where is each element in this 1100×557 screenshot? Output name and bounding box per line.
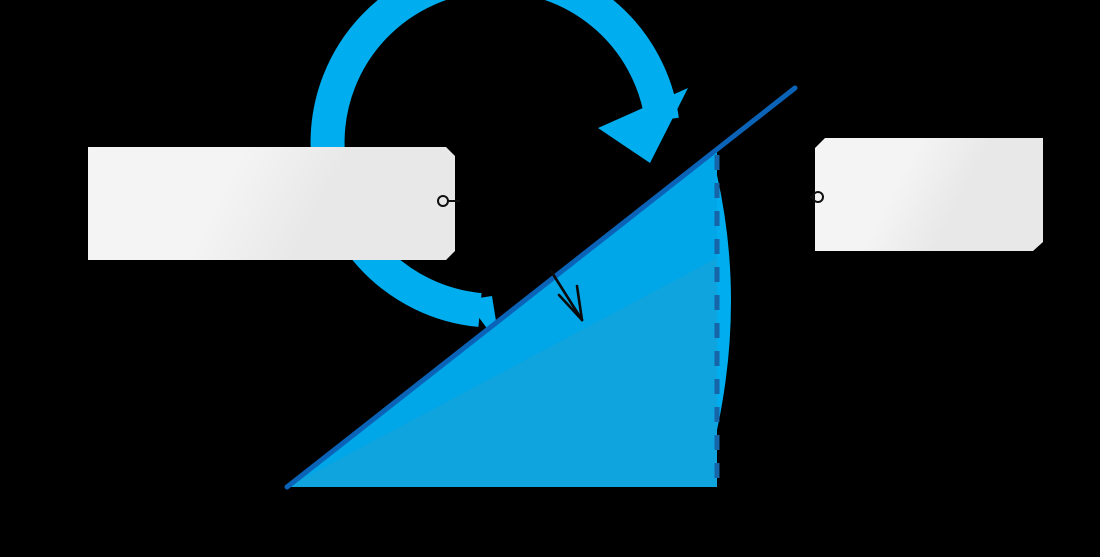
pointer-arrow-icon [549,269,584,322]
callout-energy-stored[interactable]: ELECTRIC POTENTIAL ENERGY STORED = AREA … [88,147,455,260]
callout-right-connector-icon [810,191,824,203]
callout-v-proportional-q[interactable]: V IS DIRECTLY PROPORTIONAL TO Q [815,138,1043,251]
callout-left-connector-icon [437,195,460,207]
callout-sheen [88,147,455,260]
callout-sheen [815,138,1043,251]
graph-line [284,85,798,490]
